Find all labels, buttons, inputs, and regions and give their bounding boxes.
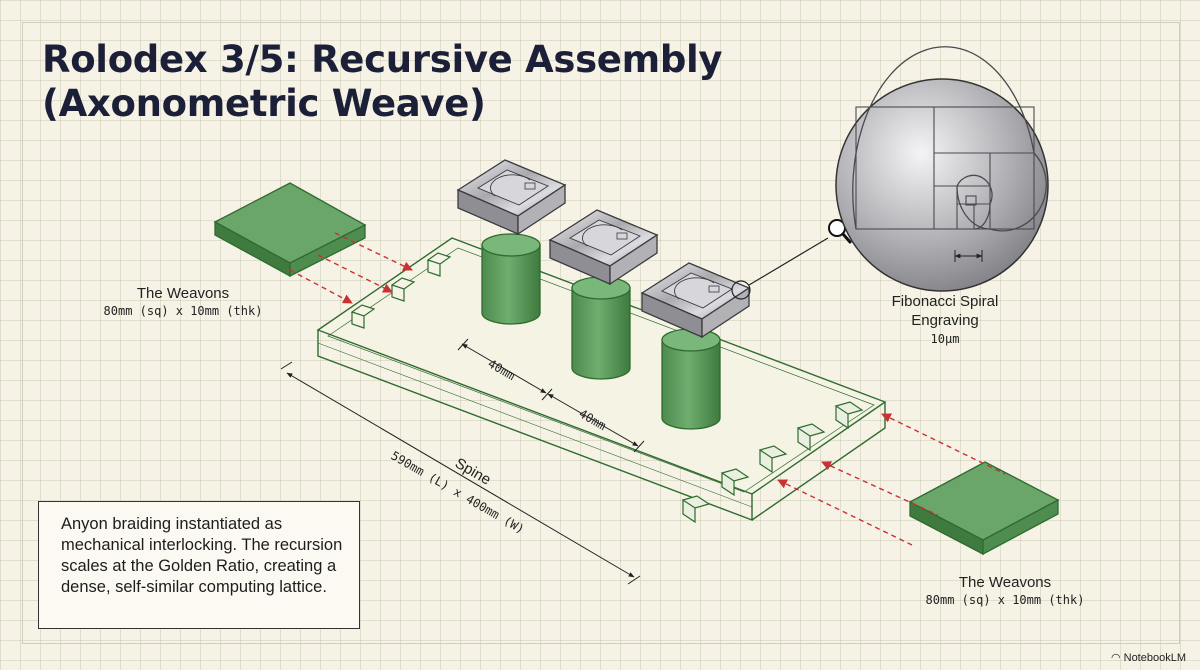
brand-watermark: ◠ NotebookLM [1111, 651, 1186, 665]
weavons-label-left: The Weavons 80mm (sq) x 10mm (thk) [98, 285, 268, 318]
weavons-label-right: The Weavons 80mm (sq) x 10mm (thk) [895, 574, 1115, 607]
magnifier-callout [731, 46, 1049, 300]
insertion-arrows-left [289, 232, 413, 304]
spine-dimension [280, 361, 641, 585]
weavon-tile-right [908, 461, 1060, 556]
fibonacci-spiral-engraving [852, 46, 1047, 232]
fibonacci-label: Fibonacci Spiral Engraving 10μm [870, 292, 1020, 346]
insertion-arrows-right [777, 413, 1006, 546]
metal-cartridge-2 [548, 209, 659, 286]
metal-cartridge-3 [640, 262, 751, 339]
weavons-name-left: The Weavons [136, 285, 230, 302]
notebooklm-icon: ◠ [1111, 652, 1121, 664]
spine-notches-right [681, 401, 864, 524]
fibonacci-size: 10μm [930, 332, 960, 346]
spine-label: Spine [452, 455, 494, 489]
title-line-1: Rolodex 3/5: Recursive Assembly [42, 38, 723, 81]
cylinder-2 [571, 276, 631, 380]
cylinder-1 [481, 233, 541, 325]
fibonacci-line-1: Fibonacci Spiral [891, 293, 999, 310]
brand-name: NotebookLM [1123, 651, 1186, 664]
spine-notches-left [350, 252, 452, 329]
title-line-2: (Axonometric Weave) [42, 82, 486, 125]
page-title: Rolodex 3/5: Recursive Assembly (Axonome… [42, 38, 723, 126]
weavons-name-right: The Weavons [958, 574, 1052, 591]
cylinder-3 [661, 328, 721, 430]
weavon-tile-left [213, 182, 367, 278]
fibonacci-line-2: Engraving [911, 312, 979, 329]
spacing-dimension [457, 338, 645, 453]
metal-cartridge-1 [456, 159, 567, 236]
weavons-spec-right: 80mm (sq) x 10mm (thk) [925, 593, 1085, 607]
weavons-spec-left: 80mm (sq) x 10mm (thk) [103, 304, 263, 318]
caption-box: Anyon braiding instantiated as mechanica… [38, 501, 360, 629]
